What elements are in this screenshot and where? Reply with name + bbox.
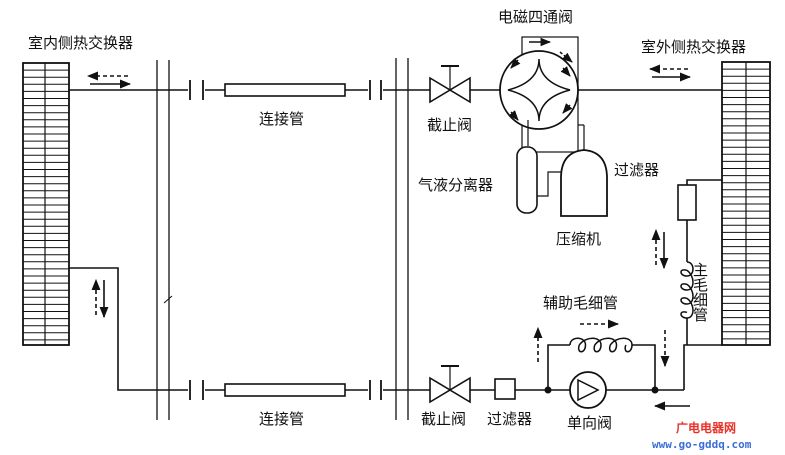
label-aux-capillary: 辅助毛细管 (543, 294, 618, 312)
filter-right (677, 179, 722, 262)
wall-tick (163, 295, 173, 304)
label-stop-valve-top: 截止阀 (427, 116, 472, 134)
bottom-pipe-line (69, 267, 722, 391)
label-compressor: 压缩机 (556, 230, 601, 248)
main-capillary-coil (680, 261, 694, 345)
label-check-valve: 单向阀 (567, 414, 612, 432)
aux-capillary-coil (547, 337, 656, 390)
check-valve (569, 371, 607, 409)
label-stop-valve-bottom: 截止阀 (421, 410, 466, 428)
label-four-way-valve: 电磁四通阀 (498, 8, 573, 26)
wall-lines (156, 58, 409, 420)
gas-liquid-separator (516, 146, 562, 214)
label-filter-right: 过滤器 (614, 161, 659, 179)
label-gas-liquid-separator: 气液分离器 (418, 176, 493, 194)
label-connecting-pipe-bottom: 连接管 (259, 410, 304, 428)
connecting-pipe-bottom (224, 383, 346, 397)
label-main-capillary: 主毛细管 (691, 262, 709, 322)
label-filter-bottom: 过滤器 (487, 410, 532, 428)
junction-left (544, 386, 552, 394)
flow-arrows (86, 64, 692, 411)
label-indoor-hx: 室内侧热交换器 (28, 34, 133, 52)
four-way-valve (499, 36, 579, 153)
stop-valve-bottom (429, 365, 471, 404)
compressor (560, 124, 608, 217)
filter-bottom (494, 378, 516, 400)
outdoor-heat-exchanger (721, 61, 771, 346)
stop-valve-top (429, 65, 471, 104)
label-connecting-pipe-top: 连接管 (259, 110, 304, 128)
couplings (189, 80, 382, 400)
label-outdoor-hx: 室外侧热交换器 (641, 38, 746, 56)
watermark-url: www.go-gddq.com (652, 438, 752, 451)
watermark-brand: 广电电器网 (676, 420, 736, 435)
junction-right (651, 386, 659, 394)
connecting-pipe-top (224, 83, 346, 97)
indoor-heat-exchanger (22, 62, 70, 346)
